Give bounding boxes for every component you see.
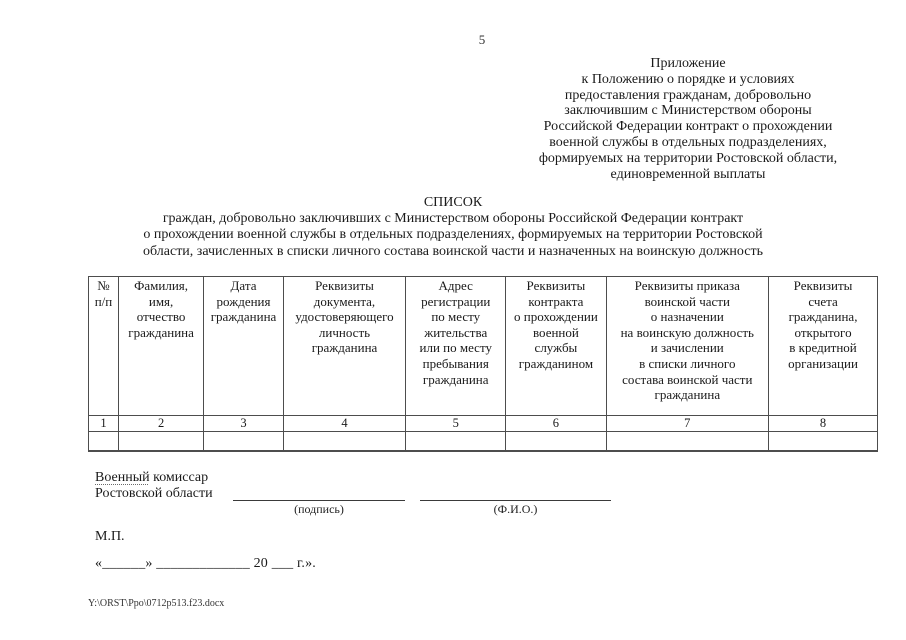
column-number-cell: 6 bbox=[505, 415, 607, 432]
column-number-cell: 1 bbox=[88, 415, 119, 432]
table-empty-cell bbox=[117, 431, 205, 452]
table-header-cell-id-document: Реквизиты документа, удостоверяющего лич… bbox=[282, 276, 407, 416]
roster-table: № п/п Фамилия, имя, отчество гражданина … bbox=[88, 276, 878, 452]
table-empty-row bbox=[88, 431, 878, 452]
page-number: 5 bbox=[478, 32, 486, 47]
signatory-title: Военный комиссар Ростовской области bbox=[95, 470, 213, 502]
appendix-line: к Положению о порядке и условиях bbox=[581, 71, 795, 87]
signature-field: (подпись) bbox=[233, 486, 405, 517]
list-subtitle-line: области, зачисленных в списки личного со… bbox=[143, 243, 763, 259]
column-numbers-row: 1 2 3 4 5 6 7 8 bbox=[88, 415, 878, 432]
table-header-cell-contract: Реквизиты контракта о прохождении военно… bbox=[505, 276, 607, 416]
fullname-line bbox=[420, 486, 611, 501]
appendix-line: предоставления гражданам, добровольно bbox=[564, 87, 812, 103]
signatory-title-word: комиссар bbox=[153, 470, 209, 485]
table-empty-cell bbox=[768, 431, 878, 452]
appendix-line: заключившим с Министерством обороны bbox=[564, 103, 812, 119]
table-empty-cell bbox=[405, 431, 507, 452]
list-heading: СПИСОК bbox=[423, 195, 483, 210]
list-subtitle-line: о прохождении военной службы в отдельных… bbox=[143, 227, 763, 243]
column-number-cell: 7 bbox=[605, 415, 770, 432]
table-empty-cell bbox=[203, 431, 284, 452]
table-empty-cell bbox=[505, 431, 607, 452]
signature-line bbox=[233, 486, 405, 501]
appendix-line: Российской Федерации контракт о прохожде… bbox=[543, 119, 833, 135]
column-number-cell: 3 bbox=[203, 415, 284, 432]
table-empty-cell bbox=[605, 431, 770, 452]
signatory-title-line: Ростовской области bbox=[95, 486, 213, 501]
column-number-cell: 8 bbox=[768, 415, 878, 432]
appendix-line: единовременной выплаты bbox=[610, 166, 766, 182]
date-fill-in-line: «______» _____________ 20 ___ г.». bbox=[95, 556, 316, 571]
signature-label: (подпись) bbox=[294, 502, 344, 516]
appendix-line: формируемых на территории Ростовской обл… bbox=[538, 150, 838, 166]
table-header-cell-address: Адрес регистрации по месту жительства ил… bbox=[405, 276, 507, 416]
table-header-cell-number: № п/п bbox=[88, 276, 119, 416]
column-number-cell: 2 bbox=[117, 415, 205, 432]
table-header-cell-name: Фамилия, имя, отчество гражданина bbox=[117, 276, 205, 416]
fullname-field: (Ф.И.О.) bbox=[420, 486, 611, 517]
stamp-placeholder: М.П. bbox=[95, 529, 125, 544]
table-header-cell-birthdate: Дата рождения гражданина bbox=[203, 276, 284, 416]
signatory-title-line: Военный комиссар bbox=[95, 470, 213, 486]
list-title-block: СПИСОК граждан, добровольно заключивших … bbox=[0, 195, 906, 260]
appendix-block: Приложение к Положению о порядке и услов… bbox=[505, 56, 871, 182]
appendix-line: военной службы в отдельных подразделения… bbox=[549, 134, 827, 150]
list-subtitle-line: граждан, добровольно заключивших с Минис… bbox=[162, 211, 744, 227]
table-empty-cell bbox=[88, 431, 119, 452]
table-header-cell-order: Реквизиты приказа воинской части о назна… bbox=[605, 276, 770, 416]
table-header-row: № п/п Фамилия, имя, отчество гражданина … bbox=[88, 276, 878, 416]
document-file-path: Y:\ORST\Ppo\0712p513.f23.docx bbox=[88, 598, 225, 609]
fullname-label: (Ф.И.О.) bbox=[493, 502, 538, 516]
column-number-cell: 4 bbox=[282, 415, 407, 432]
appendix-line: Приложение bbox=[650, 56, 726, 71]
spellchecked-word: Военный bbox=[95, 470, 150, 485]
column-number-cell: 5 bbox=[405, 415, 507, 432]
table-header-cell-account: Реквизиты счета гражданина, открытого в … bbox=[768, 276, 878, 416]
table-empty-cell bbox=[282, 431, 407, 452]
